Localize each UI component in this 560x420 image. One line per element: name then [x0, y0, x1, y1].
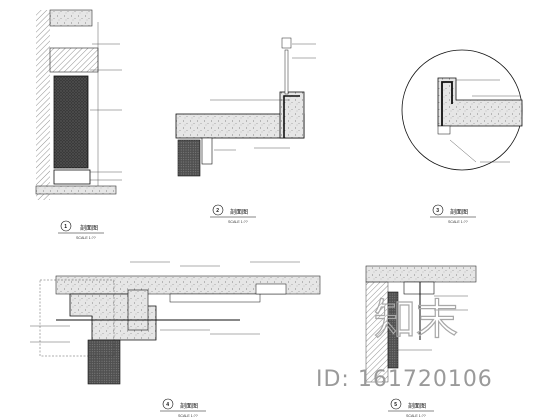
lighting-box: [403, 281, 435, 295]
support-bracket: [201, 137, 213, 165]
section-view-3: 3 剖面图 SCALE 1:??: [401, 49, 523, 224]
ceiling-rail: [169, 293, 261, 303]
lower-block: [177, 139, 201, 177]
light-trough: [255, 283, 287, 295]
stone-pillar: [87, 339, 121, 385]
view-title-block: 3 剖面图 SCALE 1:??: [430, 204, 476, 224]
view-title: 剖面图: [230, 208, 248, 216]
section-view-2: 2 剖面图 SCALE 1:??: [175, 37, 316, 224]
top-ledge: [49, 47, 99, 73]
corner-block: [437, 125, 451, 135]
watermark-id: ID: 161720106: [316, 367, 493, 392]
watermark-logo: 知末: [374, 295, 458, 344]
l-profile: [437, 77, 523, 127]
view-title-block: 2 剖面图 SCALE 1:??: [210, 204, 256, 224]
view-scale: SCALE 1:??: [228, 220, 248, 224]
base-plinth: [53, 169, 91, 185]
view-number-circle: [432, 204, 444, 216]
view-title: 剖面图: [408, 402, 426, 410]
view-title-block: 1 剖面图 SCALE 1:??: [58, 220, 104, 240]
glass-post: [284, 49, 289, 95]
frame-outline: [39, 279, 115, 357]
view-title-block: 5 剖面图 SCALE 1:??: [388, 398, 434, 418]
section-view-5: 5 剖面图 SCALE 1:??: [365, 265, 477, 418]
view-number: 1: [64, 224, 67, 230]
column-core: [127, 289, 149, 331]
view-title-block: 4 剖面图 SCALE 1:??: [160, 398, 206, 418]
section-view-4: 4 剖面图 SCALE 1:??: [30, 261, 321, 418]
view-number-circle: [60, 220, 72, 232]
view-title: 剖面图: [80, 224, 98, 232]
view-number-circle: [212, 204, 224, 216]
leader-line: [449, 139, 477, 163]
floor-slab: [35, 185, 117, 195]
view-scale: SCALE 1:??: [448, 220, 468, 224]
section-view-1: 1 剖面图 SCALE 1:??: [35, 9, 122, 240]
view-scale: SCALE 1:??: [178, 414, 198, 418]
view-scale: SCALE 1:??: [406, 414, 426, 418]
wall-panel: [387, 291, 399, 369]
view-number: 3: [436, 208, 439, 214]
view-title: 剖面图: [180, 402, 198, 410]
cladding-line: [283, 95, 300, 138]
view-scale: SCALE 1:??: [76, 236, 96, 240]
watermark: 知末 ID: 161720106: [316, 294, 493, 392]
post-cap: [281, 37, 292, 49]
wall-hatch: [36, 10, 50, 200]
view-number: 2: [216, 208, 219, 214]
cabinet-panel: [53, 75, 89, 169]
ceiling-slab: [365, 265, 477, 283]
cladding-line: [441, 81, 453, 126]
view-number: 4: [166, 402, 169, 408]
ceiling-slab: [49, 9, 93, 27]
view-title: 剖面图: [450, 208, 468, 216]
view-number-circle: [162, 398, 174, 410]
view-number: 5: [394, 402, 397, 408]
view-number-circle: [390, 398, 402, 410]
